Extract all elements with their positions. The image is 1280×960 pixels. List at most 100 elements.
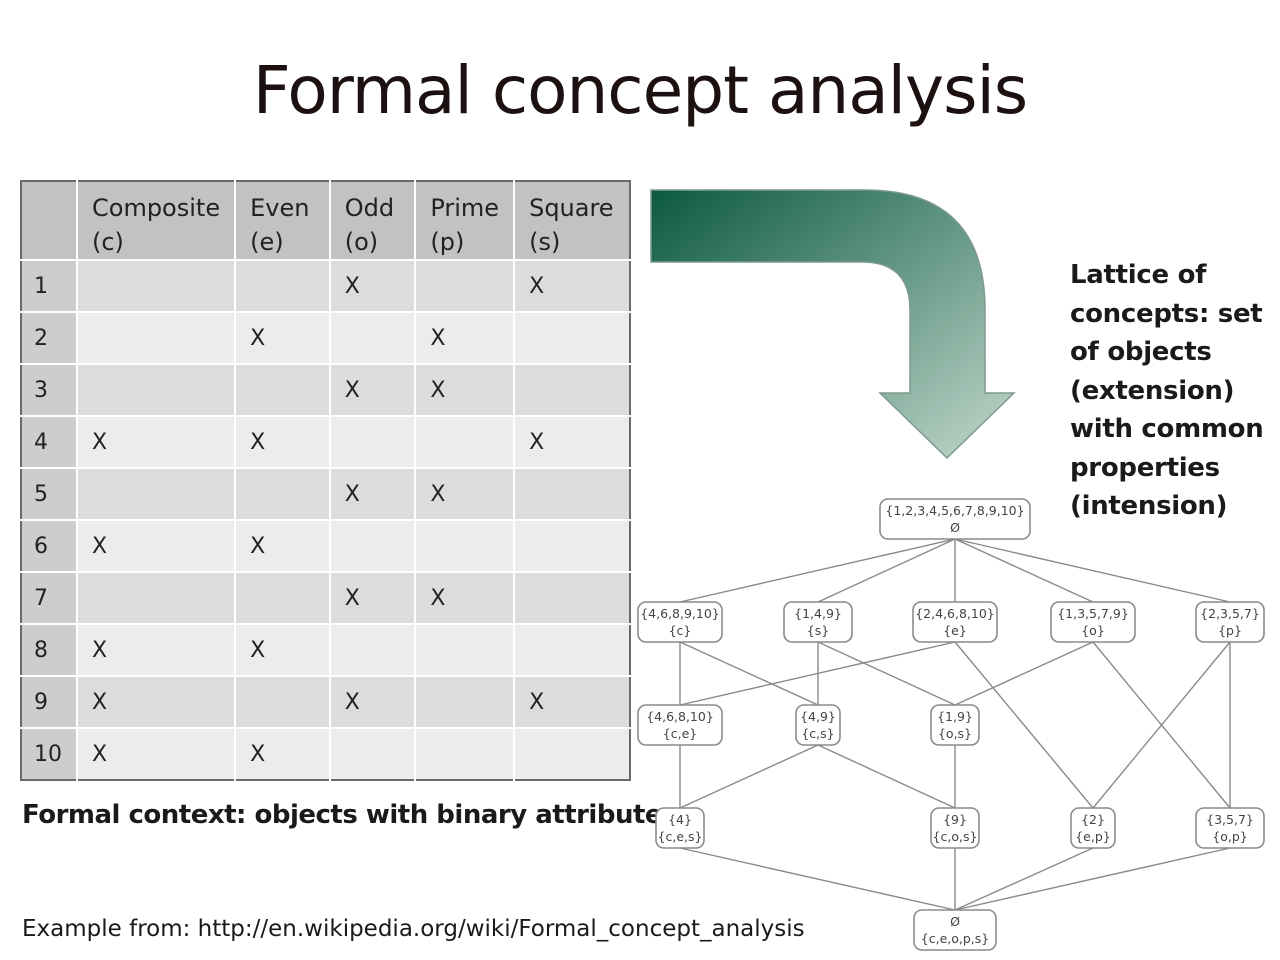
lattice-edge	[954, 641, 1094, 809]
header-label: Even	[250, 194, 310, 222]
table-cell	[414, 623, 515, 676]
formal-context-table: Composite(c) Even(e) Odd(o) Prime(p) Squ…	[20, 180, 631, 781]
concept-extent: {1,3,5,7,9}	[1057, 606, 1129, 621]
concept-node-box	[795, 704, 841, 746]
concept-intent: {s}	[807, 623, 829, 638]
table-cell	[414, 415, 515, 468]
row-label: 3	[21, 363, 77, 416]
concept-extent: {4,6,8,10}	[646, 709, 714, 724]
description-line: Lattice of	[1070, 260, 1207, 290]
table-cell: X	[234, 311, 330, 364]
concept-extent: {4}	[668, 812, 692, 827]
concept-node: {4}{c,e,s}	[655, 807, 705, 849]
concept-node: {1,3,5,7,9}{o}	[1050, 601, 1136, 643]
concept-intent: {e,p}	[1075, 829, 1111, 844]
row-label: 9	[21, 675, 77, 728]
concept-node-box	[783, 601, 853, 643]
description-line: concepts: set	[1070, 298, 1263, 329]
concept-node: {2,3,5,7}{p}	[1195, 601, 1265, 643]
lattice-edge	[679, 847, 956, 911]
table-cell: X	[513, 675, 630, 728]
table-cell: X	[414, 363, 515, 416]
table-cell	[234, 467, 330, 520]
lattice-edge	[679, 641, 819, 706]
table-header-cell: Square(s)	[513, 181, 630, 260]
description-line: with common	[1070, 414, 1264, 444]
concept-intent: {o,p}	[1212, 829, 1247, 844]
concept-node: {2} {e,p}	[1070, 807, 1116, 849]
table-cell: X	[328, 259, 416, 312]
table-row: 1 X X	[21, 259, 630, 312]
table-cell	[513, 467, 630, 520]
table-cell: X	[75, 623, 236, 676]
table-header-cell: Prime(p)	[414, 181, 515, 260]
curved-arrow-icon	[650, 189, 1016, 460]
concept-node: {4,6,8,9,10}{c}	[637, 601, 723, 643]
header-label: Prime	[430, 194, 500, 222]
table-cell: X	[234, 623, 330, 676]
lattice-edge	[679, 744, 819, 809]
concept-node: {2,4,6,8,10}{e}	[912, 601, 998, 643]
table-cell: X	[234, 727, 330, 780]
table-cell	[75, 571, 236, 624]
description-line: of objects	[1070, 337, 1212, 367]
concept-intent: {p}	[1218, 623, 1242, 638]
concept-node-box	[1195, 807, 1265, 849]
row-label: 8	[21, 623, 77, 676]
lattice-description: Lattice of concepts: set of objects (ext…	[1070, 256, 1280, 526]
concept-node-box	[912, 601, 998, 643]
table-cell: X	[234, 415, 330, 468]
lattice-edge	[817, 538, 956, 603]
slide-title: Formal concept analysis	[252, 52, 1028, 129]
lattice-edge	[679, 538, 956, 603]
lattice-edge	[954, 847, 1231, 911]
concept-node: {1,9}{o,s}	[930, 704, 980, 746]
concept-intent: {c,s}	[801, 726, 834, 741]
table-cell: X	[513, 415, 630, 468]
table-cell	[513, 727, 630, 780]
header-label: Composite	[92, 194, 221, 222]
table-header-cell: Composite (c)	[75, 181, 236, 260]
table-cell: X	[328, 363, 416, 416]
header-abbrev: (c)	[92, 228, 124, 256]
table-caption: Formal context: objects with binary attr…	[22, 800, 678, 830]
concept-extent: {2}	[1081, 812, 1105, 827]
row-label: 1	[21, 259, 77, 312]
header-label: Odd	[344, 194, 395, 222]
table-cell	[234, 675, 330, 728]
table-cell	[75, 311, 236, 364]
concept-node: {3,5,7}{o,p}	[1195, 807, 1265, 849]
concept-extent: {2,4,6,8,10}	[915, 606, 995, 621]
concept-node-box	[637, 601, 723, 643]
table-cell	[414, 727, 515, 780]
table-cell	[328, 519, 416, 572]
table-cell	[75, 363, 236, 416]
concept-node-box	[913, 909, 997, 951]
lattice-edge	[954, 538, 1094, 603]
table-cell	[414, 519, 515, 572]
table-cell: X	[328, 571, 416, 624]
table-cell	[75, 259, 236, 312]
concept-extent: Ø	[950, 914, 960, 929]
table-cell	[513, 363, 630, 416]
table-cell: X	[513, 259, 630, 312]
table-cell: X	[328, 467, 416, 520]
header-abbrev: (e)	[250, 228, 284, 256]
lattice-edge	[1092, 641, 1231, 809]
table-cell	[328, 623, 416, 676]
table-cell: X	[414, 467, 515, 520]
concept-intent: {c,e,o,p,s}	[921, 931, 989, 946]
row-label: 6	[21, 519, 77, 572]
table-cell: X	[75, 675, 236, 728]
table-cell: X	[414, 571, 515, 624]
table-cell	[234, 259, 330, 312]
